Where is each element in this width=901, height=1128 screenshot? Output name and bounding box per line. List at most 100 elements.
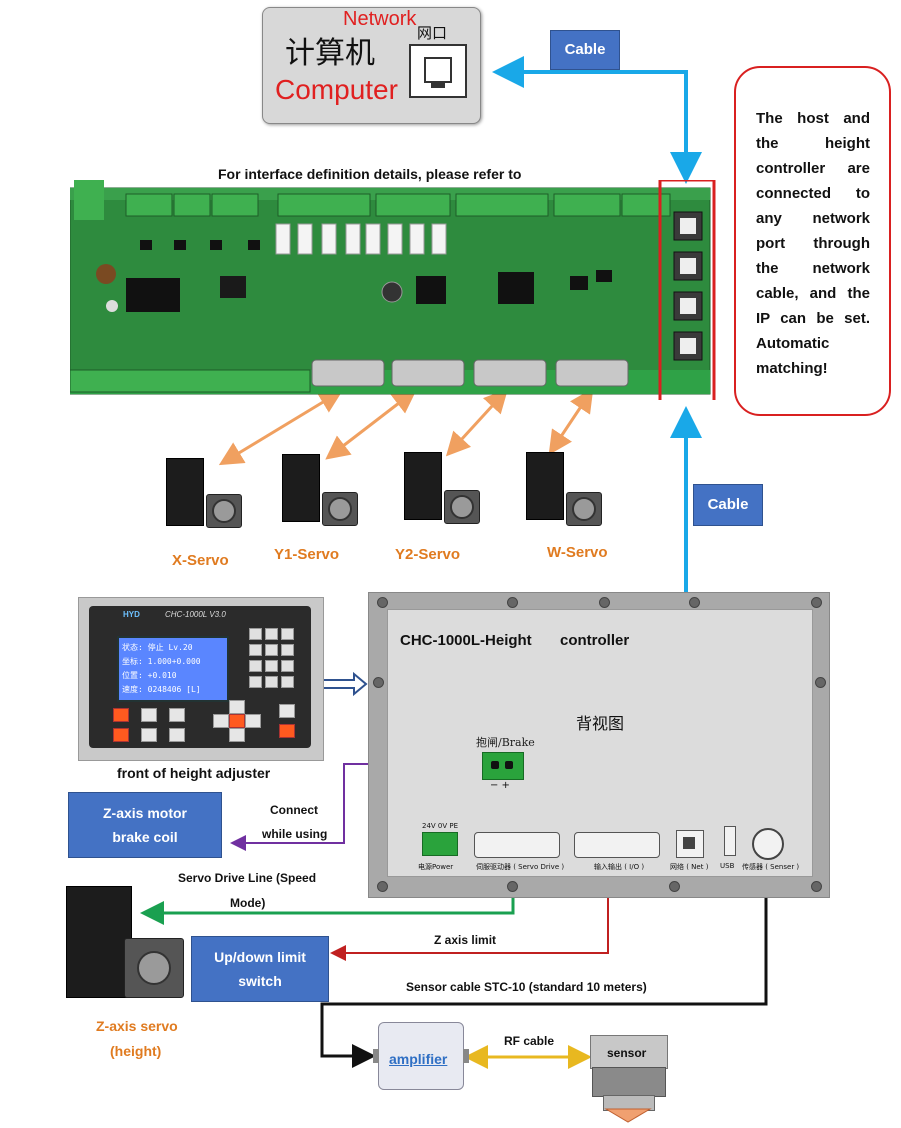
- screw-icon: [377, 597, 388, 608]
- power-connector: [422, 832, 458, 856]
- keypad-key: [265, 676, 278, 688]
- front-panel: HYD CHC-1000L V3.0 状态: 停止 Lv.20 坐标: 1.00…: [78, 597, 324, 761]
- arrow-down-key: [229, 728, 245, 742]
- servo-label-y1: Y1-Servo: [274, 546, 340, 563]
- lcd-line: 状态: 停止 Lv.20: [122, 643, 193, 652]
- brake-coil-line1: Z-axis motor: [102, 805, 187, 821]
- computer-chinese-label: 计算机: [285, 36, 375, 71]
- motion-control-board: [70, 180, 718, 400]
- sensor-label: sensor: [607, 1046, 647, 1060]
- servo-y2: [404, 450, 488, 540]
- io-port: [574, 832, 660, 858]
- brake-label: 抱闸/Brake: [476, 736, 535, 749]
- servo-x: [166, 452, 250, 542]
- function-key: [279, 724, 295, 738]
- sensor-port-icon: [752, 828, 784, 860]
- keypad-key: [249, 644, 262, 656]
- keypad-key: [249, 628, 262, 640]
- z-axis-servo: [66, 886, 186, 1004]
- z-servo-label-2: (height): [110, 1043, 162, 1059]
- front-panel-caption: front of height adjuster: [117, 765, 271, 781]
- function-key: [113, 708, 129, 722]
- screw-icon: [373, 677, 384, 688]
- rear-view-label: 背视图: [576, 714, 625, 733]
- lcd-display: 状态: 停止 Lv.20 坐标: 1.000+0.000 位置: +0.010 …: [117, 636, 229, 702]
- limit-switch-line1: Up/down limit: [214, 949, 306, 965]
- keypad-key: [265, 628, 278, 640]
- keypad-key: [249, 660, 262, 672]
- front-panel-face: HYD CHC-1000L V3.0 状态: 停止 Lv.20 坐标: 1.00…: [89, 606, 311, 748]
- sensor-body: [592, 1067, 666, 1097]
- lcd-line: 位置: +0.010: [122, 671, 177, 680]
- screw-icon: [815, 677, 826, 688]
- servo-motor-icon: [322, 492, 358, 526]
- arrow-center-key: [229, 714, 245, 728]
- lcd-line: 坐标: 1.000+0.000: [122, 657, 201, 666]
- brake-connector: [482, 752, 524, 780]
- keypad-key: [281, 676, 294, 688]
- keypad-key: [265, 644, 278, 656]
- function-key: [141, 728, 157, 742]
- sensor-head: sensor: [590, 1035, 668, 1069]
- function-key: [113, 728, 129, 742]
- board-illustration: [70, 180, 716, 400]
- function-key: [279, 704, 295, 718]
- screw-icon: [377, 881, 388, 892]
- sensor-cable-line: [320, 872, 768, 1068]
- cable-label-right: Cable: [693, 484, 763, 526]
- keypad-key: [281, 660, 294, 672]
- servo-motor-icon: [444, 490, 480, 524]
- amplifier-label: amplifier: [389, 1051, 448, 1067]
- cable-label-top: Cable: [550, 30, 620, 70]
- power-pins-label: 24V 0V PE: [422, 822, 459, 830]
- amplifier: amplifier: [373, 1022, 469, 1090]
- board-caption: For interface definition details, please…: [218, 166, 522, 182]
- sensor-cable-label: Sensor cable STC-10 (standard 10 meters): [406, 980, 647, 994]
- brand-logo: HYD: [123, 610, 140, 619]
- brake-coil-box: Z-axis motor brake coil: [68, 792, 222, 858]
- usb-label: USB: [720, 862, 735, 870]
- sensor-nozzle-base: [603, 1095, 655, 1111]
- servo-y1: [282, 452, 366, 542]
- keypad-key: [249, 676, 262, 688]
- front-to-rear-arrow: [321, 671, 368, 697]
- function-key: [141, 708, 157, 722]
- limit-switch-box: Up/down limit switch: [191, 936, 329, 1002]
- z-servo-label: Z-axis servo: [96, 1018, 178, 1034]
- screw-icon: [689, 597, 700, 608]
- servo-label-x: X-Servo: [172, 552, 229, 569]
- brake-pins-label: − +: [490, 780, 510, 791]
- computer-box: 计算机 Network 网口 Computer: [262, 7, 481, 124]
- connect-label-2: while using: [262, 827, 328, 841]
- arrow-right-key: [245, 714, 261, 728]
- brake-coil-line2: brake coil: [112, 829, 178, 845]
- screw-icon: [669, 881, 680, 892]
- servo-drive-icon: [526, 452, 564, 520]
- connect-label: Connect: [270, 803, 318, 817]
- rear-title: CHC-1000L-Height: [400, 632, 532, 649]
- servo-drive-icon: [66, 886, 132, 998]
- power-label: 电源Power: [418, 863, 454, 871]
- cable-computer-board: [492, 56, 702, 184]
- callout-text: The host and the height controller are c…: [756, 110, 870, 377]
- net-label: 网络 ( Net ): [670, 863, 709, 871]
- servo-motor-icon: [124, 938, 184, 998]
- io-label: 输入输出 ( I/O ): [594, 863, 645, 871]
- arrow-up-key: [229, 700, 245, 714]
- keypad-key: [265, 660, 278, 672]
- lcd-line: 速度: 0248406 [L]: [122, 685, 201, 694]
- screw-icon: [507, 597, 518, 608]
- computer-label: Computer: [275, 74, 398, 105]
- servo-line-w: [548, 388, 594, 455]
- servo-motor-icon: [566, 492, 602, 526]
- servo-drive-icon: [282, 454, 320, 522]
- servo-drive-port: [474, 832, 560, 858]
- network-label: Network: [343, 8, 417, 30]
- function-key: [169, 728, 185, 742]
- servo-drive-icon: [404, 452, 442, 520]
- screw-icon: [507, 881, 518, 892]
- port-chinese-label: 网口: [417, 24, 448, 42]
- servo-w: [526, 452, 610, 542]
- servo-drive-label: 伺服驱动器 ( Servo Drive ): [476, 863, 565, 871]
- servo-drive-icon: [166, 458, 204, 526]
